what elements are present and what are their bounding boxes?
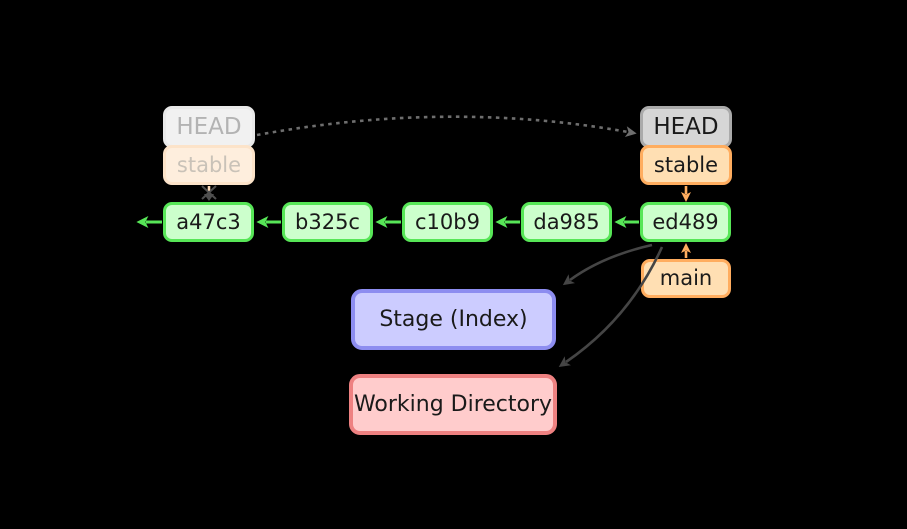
arrow-head-moved-dotted (256, 115, 637, 138)
commit-node-da985: da985 (521, 202, 612, 242)
commit-id: c10b9 (415, 209, 480, 234)
commit-id: b325c (295, 209, 360, 234)
ghost-head-box: HEAD (163, 106, 255, 148)
commit-id: da985 (533, 209, 600, 234)
stable-branch-label: stable (653, 152, 719, 177)
commit-id: a47c3 (176, 209, 241, 234)
commit-node-ed489: ed489 (640, 202, 731, 242)
working-directory-label: Working Directory (353, 391, 553, 417)
stage-index-box: Stage (Index) (351, 289, 556, 350)
ghost-head-label: HEAD (176, 113, 242, 140)
main-branch-box: main (641, 259, 731, 298)
ghost-stable-label: stable (176, 152, 242, 177)
commit-node-a47c3: a47c3 (163, 202, 254, 242)
ghost-stable-box: stable (163, 145, 255, 185)
arrow-ed489-to-stage (562, 243, 653, 286)
main-branch-label: main (659, 266, 713, 290)
head-label: HEAD (653, 113, 719, 140)
working-directory-box: Working Directory (349, 374, 557, 435)
stable-branch-box: stable (640, 145, 732, 185)
commit-id: ed489 (652, 209, 719, 234)
head-box: HEAD (640, 106, 732, 148)
commit-node-b325c: b325c (282, 202, 373, 242)
stage-index-label: Stage (Index) (379, 306, 528, 332)
ghost-pointer-crossed (201, 185, 217, 201)
commit-node-c10b9: c10b9 (402, 202, 493, 242)
